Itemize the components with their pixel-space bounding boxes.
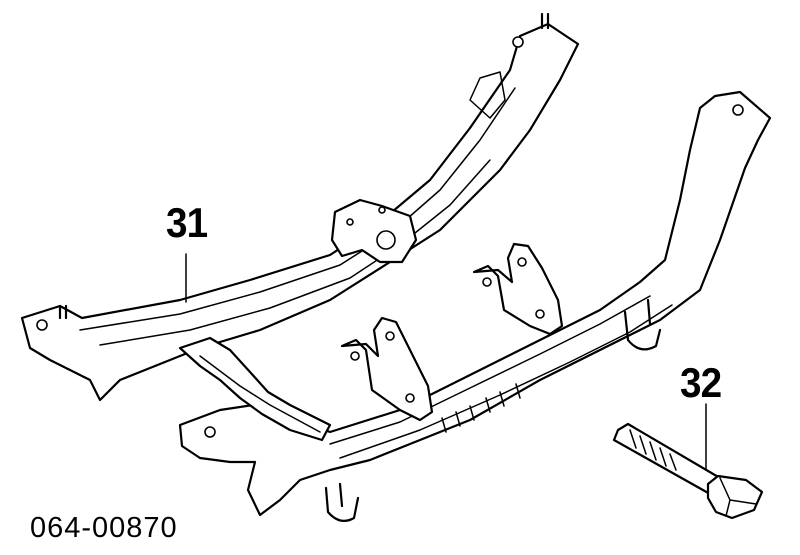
center-mount-bracket bbox=[330, 198, 418, 264]
rear-crossmember-rail bbox=[20, 12, 580, 402]
reference-number: 064-00870 bbox=[30, 512, 178, 544]
control-arm-bracket-right bbox=[472, 242, 564, 336]
left-side-member bbox=[178, 336, 332, 442]
callout-32-label: 32 bbox=[680, 359, 722, 406]
bolt-32 bbox=[612, 422, 764, 520]
callout-31-label: 31 bbox=[166, 199, 208, 246]
control-arm-bracket-left bbox=[340, 316, 434, 422]
front-crossmember-rail bbox=[178, 90, 772, 523]
